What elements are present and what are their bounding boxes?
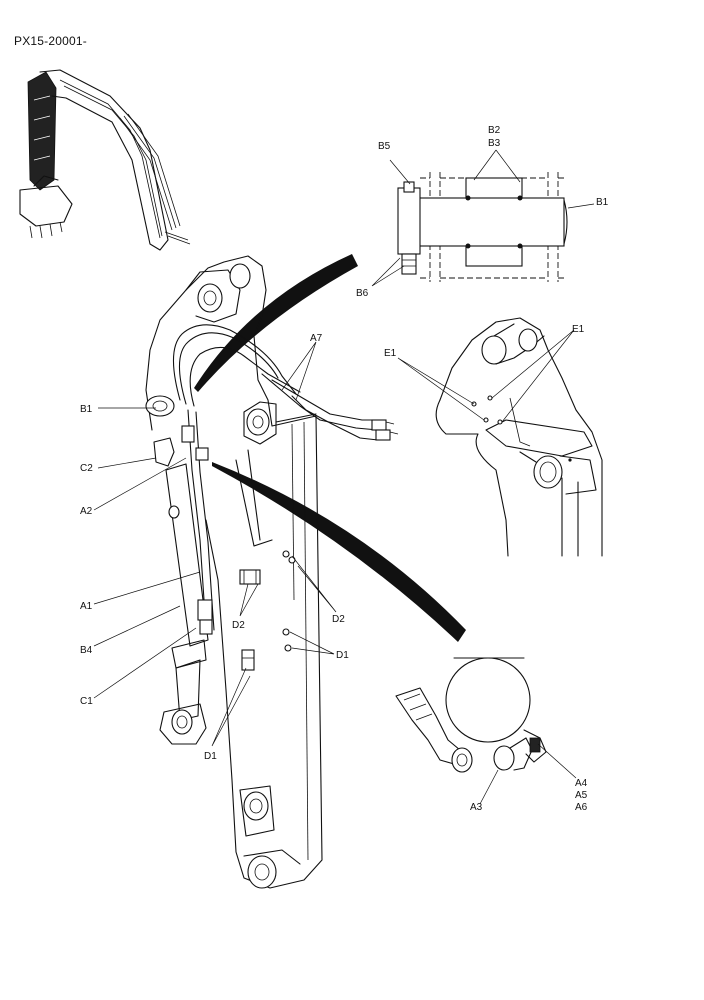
label-C2: C2	[80, 463, 93, 474]
label-A4: A4	[575, 778, 588, 789]
label-D2-right: D2	[332, 614, 345, 625]
label-D1-right: D1	[336, 650, 349, 661]
pin-section-detail	[397, 172, 568, 282]
label-A1: A1	[80, 601, 93, 612]
boom-head-detail	[435, 317, 603, 557]
label-A3: A3	[470, 802, 483, 813]
label-B3: B3	[488, 138, 501, 149]
label-B1-main: B1	[80, 404, 93, 415]
label-B5: B5	[378, 141, 391, 152]
label-B4: B4	[80, 645, 93, 656]
label-A7: A7	[310, 333, 323, 344]
label-D2-left: D2	[232, 620, 245, 631]
clamp-assembly-detail	[395, 657, 547, 773]
label-B2: B2	[488, 125, 501, 136]
callout-wedge-top	[194, 254, 358, 392]
part-labels: B5 B2 B3 B1 B6 A7 E1 E1 B1 C2 A2 A1 B4 C…	[80, 125, 609, 813]
leader-lines	[93, 149, 595, 805]
label-E1-left: E1	[384, 348, 397, 359]
label-B1-detail: B1	[596, 197, 609, 208]
label-C1: C1	[80, 696, 93, 707]
label-B6: B6	[356, 288, 369, 299]
label-A2: A2	[80, 506, 93, 517]
machine-overview-thumbnail	[19, 69, 191, 251]
label-D1-left: D1	[204, 751, 217, 762]
label-A5: A5	[575, 790, 588, 801]
label-A6: A6	[575, 802, 588, 813]
document-code: PX15-20001-	[14, 34, 87, 48]
label-E1-right: E1	[572, 324, 585, 335]
callout-wedge-lower	[212, 462, 466, 642]
boom-main-drawing	[145, 255, 399, 889]
